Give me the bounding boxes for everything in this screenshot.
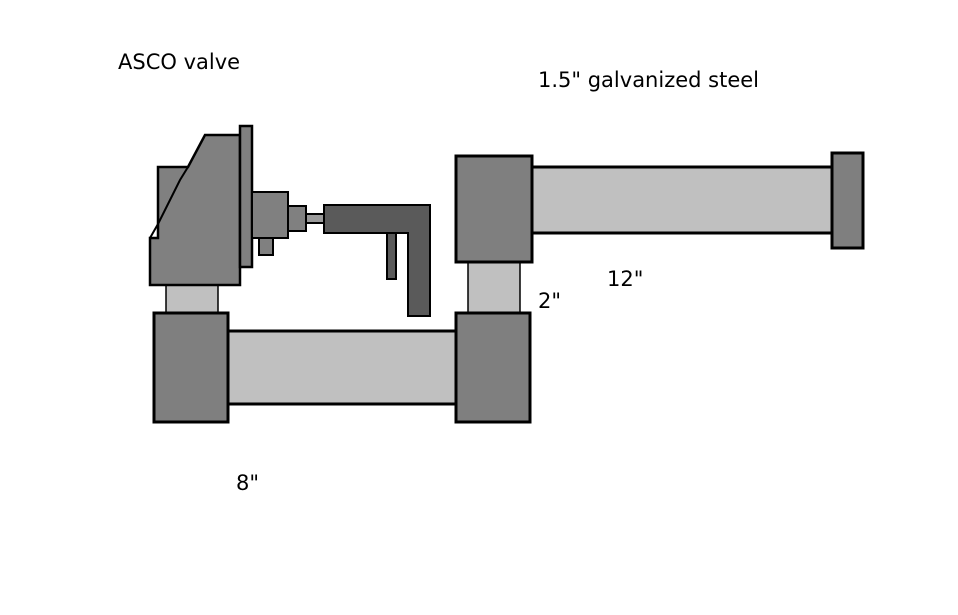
valve-body xyxy=(148,133,242,287)
valve-actuator xyxy=(251,191,289,239)
pipe-bottom-8in xyxy=(226,329,458,406)
valve-label: ASCO valve xyxy=(118,50,241,74)
dimension-8in-label: 8" xyxy=(236,471,260,495)
valve-tab xyxy=(258,237,274,256)
valve-edge-line xyxy=(149,166,189,239)
elbow-bottom-right xyxy=(454,311,532,424)
valve-flange xyxy=(238,124,254,269)
pipe-top-12in xyxy=(528,165,834,235)
elbow-bottom-left xyxy=(152,311,230,424)
nipple-under-valve xyxy=(165,284,219,314)
dimension-2in-label: 2" xyxy=(538,289,562,313)
dimension-12in-label: 12" xyxy=(607,267,644,291)
elbow-top-left xyxy=(454,154,534,264)
valve-handle xyxy=(323,204,431,317)
nipple-vertical-2in xyxy=(467,261,521,315)
valve-stem-nut xyxy=(287,205,307,232)
valve-handle-tab xyxy=(386,232,397,280)
material-label: 1.5" galvanized steel xyxy=(538,68,760,92)
valve-stem xyxy=(305,213,325,224)
end-cap xyxy=(830,151,865,250)
